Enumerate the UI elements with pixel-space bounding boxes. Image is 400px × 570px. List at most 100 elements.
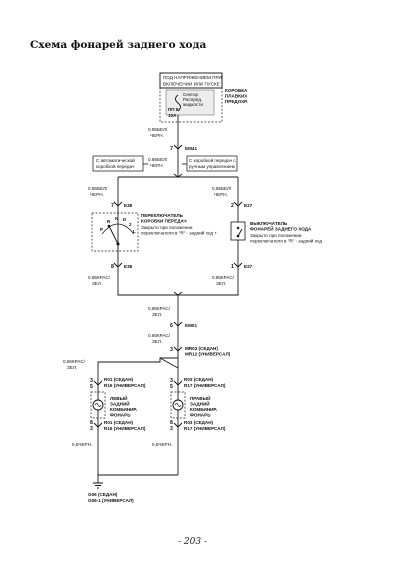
right-lamp-frame [170, 391, 186, 419]
left-branch: 0.85БЕЛ/ ЧЕРН. 7 E38 P R N D 2 L ПЕРЕКЛЮ… [88, 186, 217, 286]
e38-top-pin: 7 [111, 203, 114, 209]
gear-selector-arc [101, 223, 135, 235]
right-lamp-pin-a: 3 [170, 378, 173, 384]
split-auto-line2: коробкой передач [96, 163, 135, 169]
right-lamp-title4: ФОНАРЬ [190, 413, 211, 418]
gear-selector-switch-frame [91, 212, 139, 252]
fuse-box-side-line1: КОРОБКА [225, 88, 248, 93]
mr02-connector-icon [173, 346, 183, 352]
page-number: - 203 - [178, 537, 207, 547]
wire-mid-size: 0.85КРАС/ [148, 333, 171, 338]
left-lamp-pin-a: 3 [90, 378, 93, 384]
gear-switch-note1: Закрыто при положении [141, 225, 193, 230]
right-lamp-bottom-pin-a: 8 [170, 420, 173, 426]
ground-id1: G06 (СЕДАН) [88, 492, 118, 497]
right-branch: 0.85БЕЛ/ ЧЕРН. 2 E27 ВЫКЛЮЧАТЕЛЬ ФОНАРЕЙ… [212, 186, 322, 286]
left-lamp-title4: ФОНАРЬ [110, 413, 131, 418]
split-manual-line1: С коробкой передач с [189, 157, 236, 163]
fuse-id: ПП 8 [168, 107, 179, 112]
fuse-icon [175, 94, 181, 112]
right-wire-bottom-color: ЗЕЛ. [216, 281, 226, 286]
page-title: Схема фонарей заднего хода [30, 39, 207, 51]
e27-bottom-pin: 1 [231, 264, 234, 270]
fuse-box: ПОД НАПРЯЖЕНИЕМ ПРИ ВКЛЮЧЕНИИ ИЛИ ПУСКЕ … [159, 72, 248, 123]
left-lamp-title1: ЛЕВЫЙ [110, 394, 127, 401]
wire-join-size: 0.85КРАС/ [148, 306, 171, 311]
gear-switch-title1: ПЕРЕКЛЮЧАТЕЛЬ [141, 213, 184, 218]
left-lamp-pin-b: 5 [90, 384, 93, 390]
split-bus-symbol [173, 173, 183, 178]
e27-top-pin: 2 [231, 203, 234, 209]
fuse-sector-line2: Распред. [183, 97, 202, 102]
fuse-amp: 10А [168, 113, 177, 118]
reverse-switch-blade [237, 228, 243, 237]
right-lamp-top-id1: R03 (СЕДАН) [184, 377, 214, 382]
wire-split-color: ЧЕРН. [150, 163, 164, 168]
right-wire-bottom-size: 0.85КРАС/ [212, 275, 235, 280]
mr02-id1: MR02 (СЕДАН) [185, 346, 218, 351]
wire-lamps-size: 0.85КРАС/ [63, 359, 86, 364]
gear-switch-note2: переключателя в "R" - задний ход + [141, 230, 217, 236]
right-wire-top-size: 0.85БЕЛ/ [212, 186, 232, 191]
fuse-box-side-line3: ПРЕДОХР. [225, 99, 248, 104]
reverse-switch-contact [236, 226, 240, 230]
split-note-manual [186, 155, 238, 172]
right-lamp-filament [174, 403, 182, 407]
left-lamp-filament [94, 403, 102, 407]
fuse-box-frame [159, 87, 223, 123]
right-lamp-title1: ПРАВЫЙ [190, 394, 210, 401]
left-wire-top-size: 0.85БЕЛ/ [88, 186, 108, 191]
right-lamp-top-id2: R17 (УНИВЕРСАЛ) [184, 383, 226, 388]
right-rear-lamp: 3 5 R03 (СЕДАН) R17 (УНИВЕРСАЛ) ПРАВЫЙ З… [152, 377, 226, 447]
right-lamp-bottom-id1: R03 (СЕДАН) [184, 420, 214, 425]
wire-lamps-color: ЗЕЛ. [67, 365, 77, 370]
left-lamp-frame [90, 391, 106, 419]
gear-pos-2: 2 [129, 222, 132, 227]
left-rear-lamp: 3 5 R01 (СЕДАН) R16 (УНИВЕРСАЛ) ЛЕВЫЙ ЗА… [72, 377, 146, 447]
gear-pos-n: N [115, 216, 119, 221]
reverse-switch-title1: ВЫКЛЮЧАТЕЛЬ [250, 221, 288, 226]
lamp-feed-left [97, 357, 178, 476]
gear-selector-blade [108, 225, 119, 245]
gear-switch-title2: КОРОБКИ ПЕРЕДАЧ [141, 219, 187, 224]
left-lamp-top-id2: R16 (УНИВЕРСАЛ) [104, 383, 146, 388]
e38-bottom-pin: 8 [111, 264, 114, 270]
e27-top-connector-icon [233, 201, 243, 207]
right-lamp-bottom-connector-icon [173, 422, 183, 428]
gear-pos-r: R [107, 219, 111, 224]
right-lamp-title3: КОМБИНИР. [190, 407, 217, 412]
lamp-feed-diagonal [159, 357, 179, 369]
gear-pos-p: P [100, 227, 103, 232]
wire-top-size: 0.85БЕЛ/ [148, 127, 168, 132]
right-lamp-top-connector-icon [173, 380, 183, 386]
gear-pos-d: D [123, 217, 127, 222]
left-lamp-title3: КОМБИНИР. [110, 407, 137, 412]
right-lamp-ground-wire: 0.8ЧЕРН. [152, 442, 172, 447]
em01-connector-icon [173, 321, 183, 327]
left-lamp-bottom-id2: R16 (УНИВЕРСАЛ) [104, 426, 146, 431]
e27-bottom-connector-icon [233, 262, 243, 268]
left-lamp-top-id1: R01 (СЕДАН) [104, 377, 134, 382]
ground-icon [93, 482, 103, 489]
em01-id: EM01 [185, 323, 197, 328]
reverse-switch-pivot [236, 234, 240, 238]
e27-top-id: E27 [244, 203, 253, 208]
mr02-id2: MR12 (УНИВЕРСАЛ) [185, 352, 231, 357]
left-lamp-bottom-id1: R01 (СЕДАН) [104, 420, 134, 425]
left-wire-top-color: ЧЕРН. [90, 192, 104, 197]
fuse-box-header-line1: ПОД НАПРЯЖЕНИЕМ ПРИ [163, 75, 222, 80]
e38-top-connector-icon [113, 201, 123, 207]
gear-selector-pivot [116, 242, 120, 246]
right-lamp-title2: ЗАДНИЙ [190, 400, 210, 407]
fuse-sector-line1: Сектор [183, 92, 199, 97]
left-wire-bottom-color: ЗЕЛ. [92, 281, 102, 286]
e38-top-id: E38 [124, 203, 133, 208]
e38-bottom-connector-icon [113, 262, 123, 268]
right-wire-top-color: ЧЕРН. [214, 192, 228, 197]
reverse-switch-frame [230, 221, 246, 241]
e38-bottom-id: E38 [124, 264, 133, 269]
reverse-switch-note2: переключателя в "R" - задний ход [250, 238, 322, 244]
fuse-box-header-line2: ВКЛЮЧЕНИИ ИЛИ ПУСКЕ [163, 82, 220, 87]
left-lamp-bottom-pin-a: 8 [90, 420, 93, 426]
